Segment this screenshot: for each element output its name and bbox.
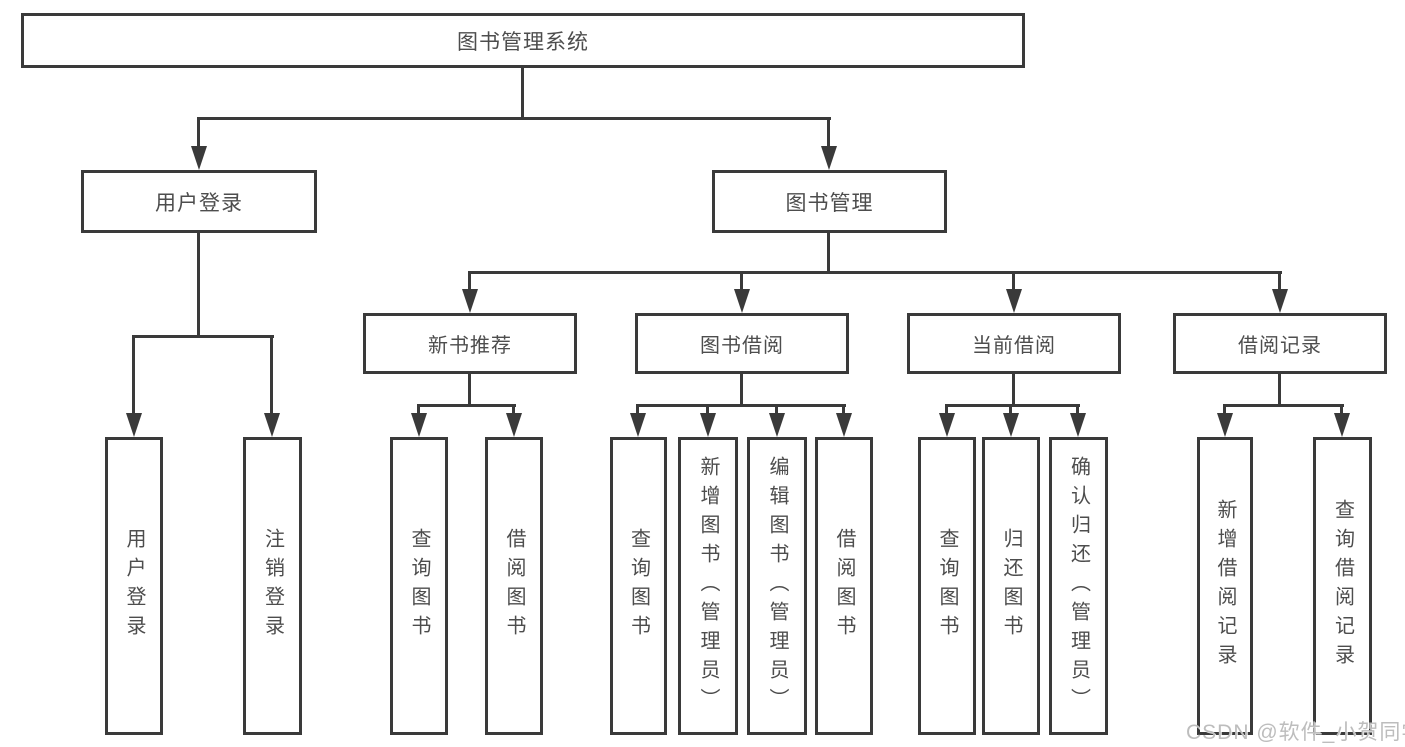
node-book-borrow-label: 图书借阅: [700, 335, 784, 357]
node-user-login: 用户登录: [81, 170, 317, 233]
node-borrow-record-label: 借阅记录: [1238, 335, 1322, 357]
connector-shaft: [1278, 271, 1281, 291]
arrowhead-icon: [411, 413, 427, 437]
leaf-add-book-admin: 新增图书（管理员）: [678, 437, 738, 735]
connector-shaft: [417, 404, 420, 415]
leaf-logout-label: 注销登录: [261, 528, 284, 644]
connector-shaft: [1012, 271, 1015, 291]
connector-shaft: [1340, 404, 1343, 415]
leaf-return-book: 归还图书: [982, 437, 1040, 735]
connector-level2-rail: [197, 117, 831, 120]
connector-rail: [636, 404, 846, 407]
arrowhead-icon: [191, 146, 207, 170]
connector-root-stem: [521, 68, 524, 119]
connector-stem: [468, 374, 471, 407]
arrowhead-icon: [821, 146, 837, 170]
leaf-add-borrow-record-label: 新增借阅记录: [1214, 499, 1236, 673]
leaf-confirm-return-admin: 确认归还（管理员）: [1049, 437, 1108, 735]
connector-shaft: [1223, 404, 1226, 415]
connector-shaft: [197, 117, 200, 148]
connector-shaft: [775, 404, 778, 415]
csdn-watermark: CSDN @软件_小贺同学: [1186, 721, 1405, 744]
connector-shaft: [636, 404, 639, 415]
leaf-borrow-book: 借阅图书: [815, 437, 873, 735]
arrowhead-icon: [939, 413, 955, 437]
leaf-user-login: 用户登录: [105, 437, 163, 735]
arrowhead-icon: [700, 413, 716, 437]
node-library-system-label: 图书管理系统: [457, 30, 589, 54]
leaf-return-book-label: 归还图书: [1000, 528, 1022, 644]
leaf-query-book-borrow: 查询图书: [610, 437, 667, 735]
connector-shaft: [1076, 404, 1079, 415]
arrowhead-icon: [1003, 413, 1019, 437]
connector-shaft: [706, 404, 709, 415]
connector-book-mgmt-stem: [827, 232, 830, 273]
leaf-user-login-label: 用户登录: [123, 528, 145, 644]
leaf-logout: 注销登录: [243, 437, 302, 735]
node-new-book-recommend-label: 新书推荐: [428, 335, 512, 357]
connector-rail: [417, 404, 516, 407]
arrowhead-icon: [734, 289, 750, 313]
leaf-add-book-admin-label: 新增图书（管理员）: [697, 455, 719, 717]
arrowhead-icon: [126, 413, 142, 437]
connector-level3-rail: [468, 271, 1282, 274]
leaf-edit-book-admin-label: 编辑图书（管理员）: [766, 455, 788, 717]
connector-rail: [1223, 404, 1344, 407]
node-library-system: 图书管理系统: [21, 13, 1025, 68]
connector-shaft: [740, 271, 743, 291]
connector-user-login-rail: [132, 335, 274, 338]
arrowhead-icon: [630, 413, 646, 437]
arrowhead-icon: [506, 413, 522, 437]
arrowhead-icon: [1217, 413, 1233, 437]
node-book-management: 图书管理: [712, 170, 947, 233]
node-current-borrow: 当前借阅: [907, 313, 1121, 374]
node-borrow-record: 借阅记录: [1173, 313, 1387, 374]
leaf-query-book-recommend-label: 查询图书: [408, 528, 430, 644]
leaf-borrow-book-label: 借阅图书: [833, 528, 855, 644]
connector-shaft: [827, 117, 830, 148]
arrowhead-icon: [1006, 289, 1022, 313]
arrowhead-icon: [769, 413, 785, 437]
connector-user-login-stem: [197, 233, 200, 337]
connector-shaft: [1009, 404, 1012, 415]
node-new-book-recommend: 新书推荐: [363, 313, 577, 374]
connector-rail: [945, 404, 1080, 407]
connector-shaft: [468, 271, 471, 291]
leaf-query-borrow-record-label: 查询借阅记录: [1331, 499, 1354, 673]
arrowhead-icon: [1070, 413, 1086, 437]
connector-stem: [740, 374, 743, 407]
arrowhead-icon: [264, 413, 280, 437]
leaf-query-book-borrow-label: 查询图书: [627, 528, 650, 644]
connector-shaft: [842, 404, 845, 415]
node-current-borrow-label: 当前借阅: [972, 335, 1056, 357]
node-user-login-label: 用户登录: [155, 191, 243, 215]
leaf-confirm-return-admin-label: 确认归还（管理员）: [1067, 455, 1090, 717]
connector-stem: [1278, 374, 1281, 407]
node-book-management-label: 图书管理: [785, 191, 874, 215]
arrowhead-icon: [836, 413, 852, 437]
connector-stem: [1012, 374, 1015, 407]
connector-shaft: [512, 404, 515, 415]
leaf-query-book-current-label: 查询图书: [936, 528, 958, 644]
node-book-borrow: 图书借阅: [635, 313, 849, 374]
leaf-add-borrow-record: 新增借阅记录: [1197, 437, 1253, 735]
leaf-borrow-book-recommend: 借阅图书: [485, 437, 543, 735]
connector-shaft: [945, 404, 948, 415]
leaf-edit-book-admin: 编辑图书（管理员）: [747, 437, 807, 735]
connector-shaft: [270, 335, 273, 415]
arrowhead-icon: [1334, 413, 1350, 437]
leaf-query-book-current: 查询图书: [918, 437, 976, 735]
leaf-query-book-recommend: 查询图书: [390, 437, 448, 735]
leaf-query-borrow-record: 查询借阅记录: [1313, 437, 1372, 735]
arrowhead-icon: [462, 289, 478, 313]
leaf-borrow-book-recommend-label: 借阅图书: [503, 528, 525, 644]
connector-shaft: [132, 335, 135, 415]
arrowhead-icon: [1272, 289, 1288, 313]
